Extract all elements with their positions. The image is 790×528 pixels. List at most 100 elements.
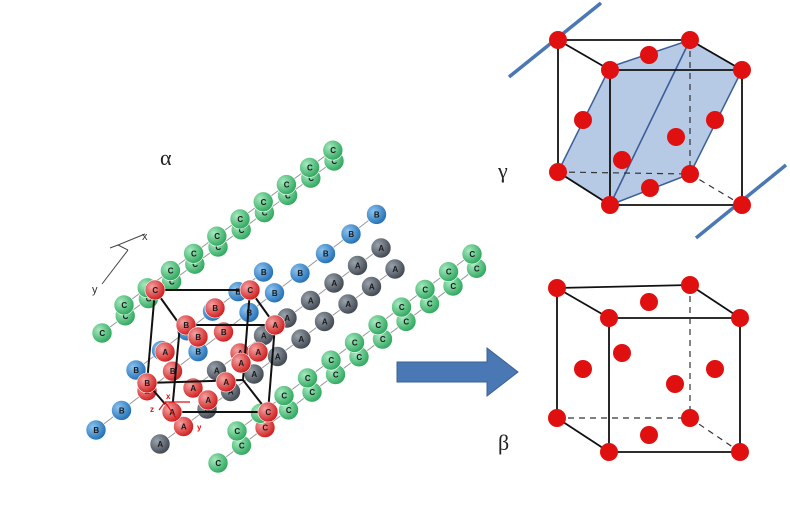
atom-letter: C [375,321,381,330]
atom-letter: A [272,321,278,330]
axis-x-label: x [142,231,148,243]
atom-letter: C [192,260,198,269]
atom-letter: C [168,267,174,276]
atom-letter: A [355,262,361,271]
atom-b [253,261,274,283]
atom-letter: C [262,424,268,433]
atom-letter: C [331,157,337,166]
atom-letter: C [427,300,433,309]
atom-letter: C [247,286,253,295]
atom-letter: A [345,300,351,309]
atom-a [361,276,382,297]
atom-letter: C [215,459,221,468]
atom-letter: C [422,285,428,294]
atom-c [113,294,135,316]
atom-letter: A [205,396,211,405]
atom-c [344,332,365,353]
atom-letter: A [228,388,234,397]
atom-letter: A [392,265,398,274]
atom-letter: A [181,423,187,432]
atom-c [461,243,483,265]
atom-c [367,314,389,336]
atom-letter: C [285,191,291,200]
atom-letter: C [121,301,127,310]
atom-letter: C [239,441,245,450]
atom-letter: C [305,374,311,383]
atom-letter: B [144,379,150,388]
atom-c [160,260,181,281]
atom-letter: C [286,406,292,415]
atom-letter: A [322,318,328,327]
atom-c [391,296,412,318]
red-atom-b [204,297,226,319]
atom-c [320,349,342,371]
red-atom-a [264,314,286,336]
atom-letter: C [265,408,271,417]
atom-letter: C [169,277,175,286]
atom-c [414,279,436,300]
atom-letter: A [214,367,220,376]
atom-letter: C [284,181,290,190]
red-atom-b [136,372,158,394]
red-atom-c [144,279,166,301]
red-atom-b [187,326,209,348]
atom-letter: B [221,328,227,337]
atom-b [315,243,336,264]
atom-letter: C [214,232,220,241]
atom-c [183,243,204,264]
beta-structure: β [498,276,749,461]
atom-letter: B [183,321,189,330]
atom-letter: C [234,427,240,436]
atom-letter: A [255,348,261,357]
atom-letter: C [380,335,386,344]
atom-letter: C [261,198,267,207]
atom-c [276,174,297,195]
atom-letter: C [123,312,129,321]
atom-c [206,225,228,247]
alpha-atoms: CCBCABABAAAABA [136,279,286,423]
atom-letter: B [93,426,99,435]
red-atom-a [247,341,269,363]
atom-letter: B [348,230,354,239]
atom-letter: C [328,356,334,365]
atom-letter: B [170,367,176,376]
atom-letter: C [237,215,243,224]
atom-letter: C [309,388,315,397]
atom-a [314,311,335,332]
alpha-structure: CCCCCCCCCCCCCCCCCCCCCBBBBBBBBBBBBBBBBBBA… [85,139,487,474]
atom-a [347,255,368,276]
atom-c [229,208,251,230]
gamma-structure: γ [497,1,788,240]
atom-a [323,272,345,294]
atom-c [438,261,459,283]
atom-letter: A [223,378,229,387]
atom-letter: C [352,339,358,348]
red-atom-a [230,352,252,374]
atom-c [297,367,318,389]
atom-letter: B [195,348,201,357]
atom-letter: A [284,314,290,323]
label-beta: β [498,430,509,455]
red-atom-b [213,321,234,343]
atom-a [300,290,321,311]
atom-b [366,204,387,225]
atom-letter: A [331,279,337,288]
atom-letter: B [119,406,125,415]
atom-letter: C [239,226,245,235]
atom-letter: C [191,249,197,258]
atom-b [85,419,107,441]
red-axis-y: y [197,423,202,432]
atom-c [299,157,320,178]
atom-letter: B [297,269,303,278]
atom-letter: A [308,297,314,306]
atom-letter: C [281,392,287,401]
atom-letter: A [275,353,281,362]
atom-letter: C [152,286,158,295]
axis-indicator [101,233,146,285]
atom-letter: C [333,371,339,380]
red-atom-a [197,389,219,411]
atom-letter: A [157,440,163,449]
atom-c [226,420,248,442]
atom-c [252,191,274,213]
